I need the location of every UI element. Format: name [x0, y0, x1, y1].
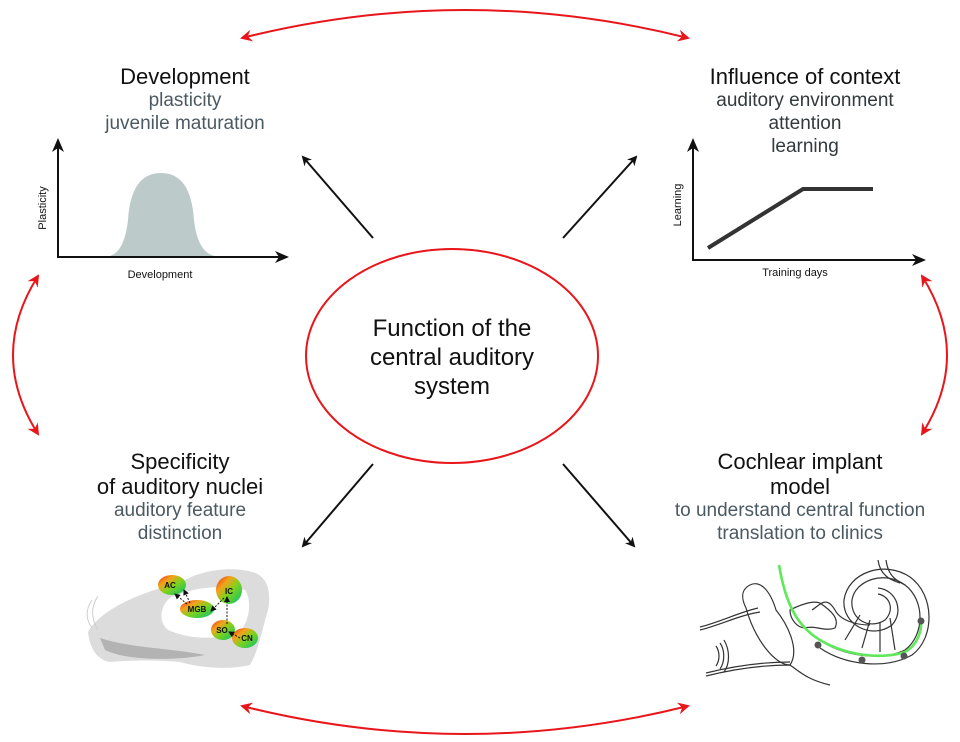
nucleus-mgb: [180, 600, 214, 618]
specificity-title-line: Specificity: [130, 449, 230, 474]
specificity-subtitle: auditory feature: [113, 500, 247, 521]
eardrum-ossicles: [742, 583, 795, 666]
center-title: Function of the central auditory system: [352, 314, 552, 401]
cochlea-illustration: [699, 559, 930, 686]
cochlear-title-line: Cochlear implant: [717, 449, 883, 474]
electrode-contact: [858, 656, 866, 664]
center-ellipse: [305, 248, 599, 464]
cochlear-title-line: model: [770, 474, 830, 499]
pathway-mgb-ac-2: [183, 589, 191, 604]
ossicle-chain: [789, 601, 837, 630]
rat-brain-illustration: AC MGB IC SO CN: [86, 569, 270, 668]
learning-curve: [706, 187, 873, 250]
cochlear-subtitle: to understand central function: [674, 500, 926, 521]
context-chart: Training days Learning: [672, 138, 926, 279]
arrow-to-cochlear: [562, 463, 636, 548]
context-panel-text: Influence of context auditory environmen…: [665, 64, 945, 158]
context-title: Influence of context: [709, 64, 901, 89]
center-title-line: Function of the: [372, 315, 532, 342]
red-arrow-bottom: [240, 702, 690, 735]
pathway-mgb-ac-1: [174, 593, 188, 605]
arrow-to-context: [562, 155, 638, 239]
red-arrow-right: [920, 274, 948, 436]
implant-electrode: [777, 564, 923, 658]
electrode-contact: [917, 617, 925, 625]
development-subtitle: plasticity: [148, 90, 222, 111]
context-ylabel: Learning: [672, 184, 684, 227]
context-subtitle: auditory environment: [716, 90, 894, 111]
rat-whiskers: [86, 595, 99, 631]
development-ylabel: Plasticity: [37, 186, 49, 230]
development-chart: Development Plasticity: [37, 138, 289, 281]
plasticity-curve: [105, 173, 220, 257]
cochlea-rays: [844, 614, 896, 652]
cochlea-spiral-inner: [819, 568, 930, 665]
specificity-subtitle: distinction: [137, 523, 223, 544]
context-subtitle: learning: [771, 136, 839, 157]
nucleus-label-so: SO: [216, 626, 228, 635]
rat-jaw: [100, 638, 205, 659]
sound-waves: [715, 639, 730, 673]
specificity-title-line: of auditory nuclei: [96, 474, 264, 499]
nucleus-label-ac: AC: [164, 581, 176, 590]
cochlear-panel-text: Cochlear implant model to understand cen…: [650, 449, 950, 545]
electrode-contact: [900, 652, 908, 660]
center-title-line: system: [413, 373, 490, 400]
development-title: Development: [120, 64, 250, 89]
nucleus-label-mgb: MGB: [188, 605, 207, 614]
context-xlabel: Training days: [762, 267, 828, 279]
semicircular-canal: [811, 601, 871, 626]
nucleus-label-ic: IC: [225, 587, 233, 596]
arrow-to-specificity: [301, 463, 374, 548]
development-panel-text: Development plasticity juvenile maturati…: [70, 64, 300, 135]
specificity-panel-text: Specificity of auditory nuclei auditory …: [60, 449, 300, 545]
context-subtitle: attention: [768, 113, 842, 134]
cochlear-subtitle: translation to clinics: [717, 523, 883, 544]
red-arrow-left: [12, 274, 40, 436]
red-arrow-top: [240, 9, 690, 42]
center-title-line: central auditory: [369, 344, 535, 371]
electrode-contact: [814, 641, 822, 649]
nucleus-label-cn: CN: [241, 634, 253, 643]
development-xlabel: Development: [128, 269, 193, 281]
nucleus-ac: [158, 575, 186, 595]
nucleus-ic: [216, 576, 242, 604]
development-subtitle: juvenile maturation: [105, 113, 265, 134]
pathway-ic-mgb: [210, 597, 225, 612]
ear-canal-inner: [699, 607, 791, 674]
nucleus-cn: [232, 628, 258, 648]
arrow-to-development: [301, 155, 374, 239]
auditory-nerve: [877, 559, 906, 586]
